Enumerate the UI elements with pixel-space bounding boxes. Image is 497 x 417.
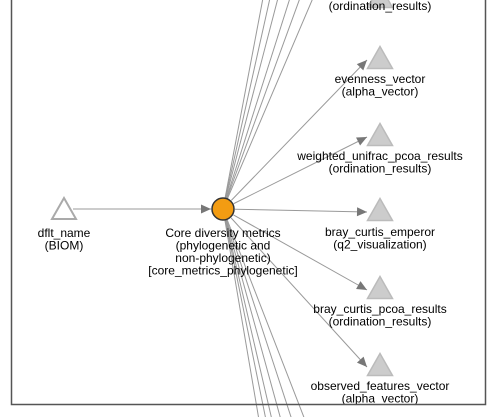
graph-edge (222, 208, 292, 417)
artifact-node-observed-features-vector[interactable] (366, 351, 394, 377)
process-node-label-line: (phylogenetic and (176, 239, 271, 253)
artifact-node-bray-curtis-pcoa-results[interactable] (366, 274, 394, 300)
input-node-label-line: (BIOM) (45, 239, 84, 253)
artifact-label-evenness-vector-line: (alpha_vector) (342, 85, 419, 99)
artifact-label-weighted-unifrac-pcoa-results-line: weighted_unifrac_pcoa_results (296, 149, 462, 163)
graph-edge (222, 0, 313, 210)
input-node-label-line: dflt_name (38, 226, 91, 240)
triangle-outline-icon[interactable] (50, 195, 78, 220)
artifact-label-evenness-vector-line: evenness_vector (335, 72, 426, 86)
nodes-layer (50, 0, 394, 377)
artifact-label-bray-curtis-pcoa-results: bray_curtis_pcoa_results(ordination_resu… (313, 302, 446, 329)
artifact-label-top-partial: (ordination_results) (329, 0, 432, 13)
edges-layer (73, 0, 368, 417)
process-node-label-line: Core diversity metrics (165, 226, 280, 240)
graph-edge (222, 0, 290, 210)
artifact-edge (230, 217, 368, 368)
artifact-node-weighted-unifrac-pcoa-results[interactable] (366, 121, 394, 147)
artifact-edge-arrow (356, 281, 367, 290)
input-edge-arrow (201, 204, 211, 214)
artifact-label-observed-features-vector: observed_features_vector(alpha_vector) (311, 379, 450, 406)
artifact-label-evenness-vector: evenness_vector(alpha_vector) (335, 72, 426, 99)
artifact-edge-arrow (356, 207, 367, 217)
artifact-label-bray-curtis-emperor-line: (q2_visualization) (333, 238, 426, 252)
graph-edge (222, 0, 278, 210)
graph-edge (222, 208, 266, 417)
artifact-edge-arrow (356, 137, 367, 146)
graph-edge (222, 208, 281, 417)
graph-frame (10, 0, 487, 406)
artifact-label-bray-curtis-emperor-line: bray_curtis_emperor (325, 225, 435, 239)
artifact-label-bray-curtis-emperor: bray_curtis_emperor(q2_visualization) (325, 225, 435, 252)
artifact-node-bray-curtis-emperor[interactable] (366, 196, 394, 222)
artifact-label-observed-features-vector-line: observed_features_vector (311, 379, 450, 393)
labels-layer: (ordination_results)evenness_vector(alph… (38, 0, 463, 406)
process-node-label-line: non-phylogenetic) (175, 251, 270, 265)
artifact-label-top-partial-line: (ordination_results) (329, 0, 432, 13)
graph-edge (222, 208, 305, 417)
artifact-label-bray-curtis-pcoa-results-line: bray_curtis_pcoa_results (313, 302, 446, 316)
artifact-edge (233, 214, 368, 291)
artifact-edge-arrow (356, 60, 367, 71)
artifact-edge (230, 59, 368, 201)
artifact-edge (234, 208, 368, 213)
artifact-edge-arrow (356, 356, 367, 367)
graph-edge (222, 0, 271, 210)
artifact-label-bray-curtis-pcoa-results-line: (ordination_results) (329, 315, 432, 329)
artifact-label-weighted-unifrac-pcoa-results-line: (ordination_results) (329, 162, 432, 176)
circle-process-icon[interactable] (211, 197, 235, 221)
artifact-label-observed-features-vector-line: (alpha_vector) (342, 392, 419, 406)
graph-edge (222, 0, 264, 210)
artifact-node-top-partial[interactable] (366, 0, 394, 9)
graph-edge (222, 208, 259, 417)
artifact-node-evenness-vector[interactable] (366, 44, 394, 70)
process-node-label-line: [core_metrics_phylogenetic] (148, 264, 297, 278)
artifact-edge (233, 136, 368, 205)
artifact-label-weighted-unifrac-pcoa-results: weighted_unifrac_pcoa_results(ordination… (296, 149, 462, 176)
graph-edge (222, 208, 272, 417)
input-node-label: dflt_name(BIOM) (38, 226, 91, 253)
graph-edge (222, 0, 300, 210)
